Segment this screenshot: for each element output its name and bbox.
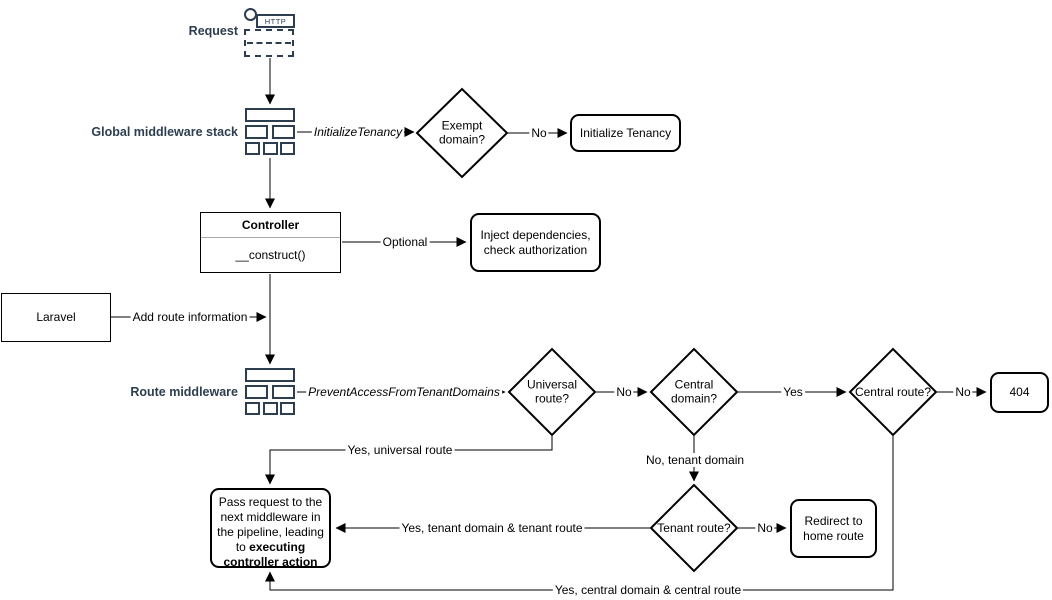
request-body-divider [247, 42, 291, 44]
stack-cell [245, 125, 268, 139]
edge-label-initialize-tenancy: InitializeTenancy [311, 125, 405, 139]
edge-label-no-tenant-route: No [755, 521, 775, 535]
http-request-icon: HTTP [244, 8, 295, 57]
controller-node: Controller __construct() [200, 212, 341, 273]
laravel-node: Laravel [1, 293, 111, 342]
route-middleware-stack-icon [245, 368, 295, 415]
stack-cell [245, 402, 260, 415]
pass-request-text: Pass request to the next middleware in t… [217, 495, 324, 554]
stack-cell [262, 142, 278, 155]
edge-label-no-central-route: No [953, 385, 973, 399]
decision-universal-route-label: Universal route? [526, 377, 577, 406]
request-label: Request [188, 24, 238, 38]
inject-dependencies-node: Inject dependencies, check authorization [470, 213, 601, 272]
stack-cell [272, 385, 295, 399]
decision-central-route-label: Central route? [854, 384, 932, 399]
stack-cell [245, 385, 268, 399]
decision-central-domain-shape [649, 347, 739, 437]
request-body-dashed-box [244, 29, 294, 57]
decision-universal-route-shape [507, 347, 597, 437]
edge-label-no-universal: No [614, 385, 634, 399]
edge-label-optional: Optional [380, 235, 430, 249]
edge-label-yes-universal-route: Yes, universal route [345, 443, 455, 457]
http-label-box: HTTP [256, 14, 295, 28]
controller-construct-method: __construct() [235, 248, 306, 262]
decision-central-route-shape [848, 347, 938, 437]
stack-cell [272, 125, 295, 139]
http-label: HTTP [264, 16, 287, 26]
edge-label-yes-central-domain: Yes [781, 385, 805, 399]
pass-request-bold-text: executing controller action [223, 540, 318, 569]
route-middleware-label: Route middleware [130, 385, 238, 399]
global-middleware-stack-icon [245, 108, 295, 155]
edge-label-no-exempt: No [529, 126, 549, 140]
stack-cell [245, 368, 295, 382]
edge-label-prevent-access: PreventAccessFromTenantDomains [306, 385, 502, 399]
not-found-404-node: 404 [990, 372, 1049, 413]
pass-request-node: Pass request to the next middleware in t… [210, 488, 331, 569]
global-middleware-stack-label: Global middleware stack [91, 125, 238, 139]
edge-label-yes-central-domain-route: Yes, central domain & central route [552, 583, 744, 597]
stack-cell [262, 402, 278, 415]
stack-cell [245, 142, 260, 155]
edge-label-yes-tenant-domain-route: Yes, tenant domain & tenant route [399, 521, 585, 535]
stack-cell [280, 142, 295, 155]
stack-cell [245, 108, 295, 122]
decision-exempt-domain-shape [415, 87, 509, 179]
edge-label-add-route-information: Add route information [130, 310, 250, 324]
decision-exempt-domain-label: Exempt domain? [438, 118, 486, 147]
decision-tenant-route-shape [649, 483, 739, 573]
edge-label-no-tenant-domain: No, tenant domain [643, 453, 747, 467]
redirect-home-route-node: Redirect to home route [790, 499, 877, 558]
initialize-tenancy-node: Initialize Tenancy [570, 114, 681, 152]
decision-central-domain-label: Central domain? [670, 377, 718, 406]
decision-tenant-route-label: Tenant route? [657, 520, 731, 535]
stack-cell [280, 402, 295, 415]
controller-title: Controller [201, 213, 340, 238]
